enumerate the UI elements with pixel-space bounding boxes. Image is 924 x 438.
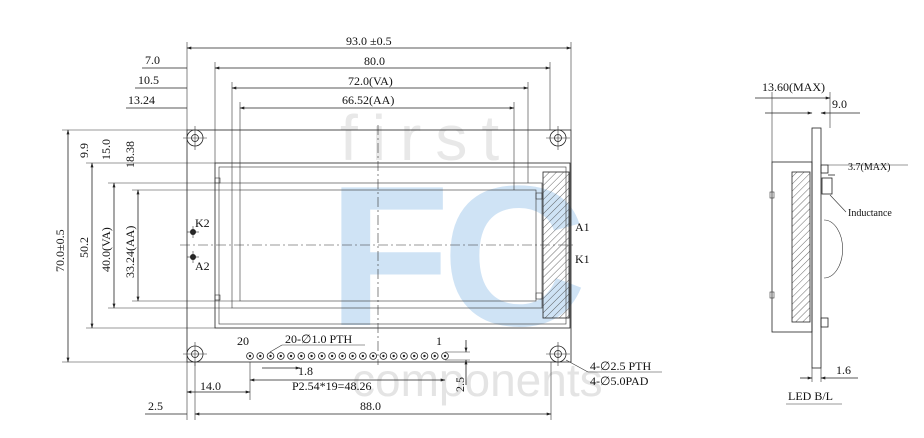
watermark-top: first [340,102,513,174]
pin-hole [423,354,426,358]
pin-hole [248,354,252,358]
dim-aa-width: 66.52(AA) [342,93,394,107]
dim-left-10-5: 10.5 [138,73,159,87]
dim-pcb-thick: 1.6 [836,363,851,377]
pin-hole [361,354,365,358]
label-pth: 20-∅1.0 PTH [285,332,352,346]
pin-hole [320,354,324,358]
side-led [820,164,829,174]
pin-hole [259,354,262,358]
dim-top-15: 15.0 [99,139,113,160]
label-inductance: Inductance [848,208,892,219]
pin-hole [382,354,385,358]
pin-hole [310,354,313,358]
dim-top-9-9: 9.9 [77,143,91,158]
pin-hole [279,354,282,358]
dim-thickness-total: 13.60(MAX) [762,80,825,94]
dim-thickness-9: 9.0 [832,97,847,111]
side-pcb [811,127,822,369]
label-a1: A1 [575,220,590,234]
label-pin-1: 1 [436,334,442,348]
label-k2: K2 [195,216,210,230]
a2-pad [187,251,199,263]
pin-hole [443,354,447,358]
dim-pitch: P2.54*19=48.26 [292,379,371,393]
corner-mark [214,294,221,301]
pin-hole [433,354,436,358]
label-a2: A2 [195,259,210,273]
dim-left-13-24: 13.24 [128,93,155,107]
inductance-arc [823,219,843,279]
pin-hole [413,354,416,358]
dim-bottom-span: 88.0 [360,399,381,413]
pin-hole [330,354,334,358]
dim-bottom-offset: 2.5 [148,399,163,413]
dim-overall-width: 93.0 ±0.5 [346,34,392,48]
dim-top-18-38: 18.38 [123,141,137,168]
pin-hole [341,354,344,358]
dim-pin-offset: 14.0 [200,379,221,393]
dim-aa-height: 33.24(AA) [123,226,137,278]
pin-hole [300,354,303,358]
label-pin-20: 20 [237,334,249,348]
pin-header [246,352,449,360]
corner-mark [535,292,543,300]
dim-left-7: 7.0 [145,53,160,67]
dim-hole-span-v: 50.2 [77,237,91,258]
dim-hole-span: 80.0 [364,54,385,68]
dim-pad-width: 1.8 [298,364,313,378]
label-mount-pth: 4-∅2.5 PTH [590,359,651,373]
pin-hole [289,354,293,358]
k2-pad [187,226,199,238]
lcd-frame [214,162,571,329]
dim-overall-height: 70.0±0.5 [53,229,67,272]
pin-hole [371,354,375,358]
dim-led-max: 3.7(MAX) [848,162,891,173]
side-lcd-hatch [791,171,811,323]
side-frame [771,161,813,333]
label-mount-pad: 4-∅5.0PAD [590,374,649,388]
label-k1: K1 [575,252,590,266]
front-view: K2 A2 A1 K1 20 1 20-∅1.0 PTH 93.0 ±0.5 8… [53,34,662,420]
side-led [820,317,829,328]
dim-va-width: 72.0(VA) [348,74,393,88]
pcb-outline [186,129,572,363]
pin-hole [392,354,395,358]
active-area [239,189,537,302]
mounting-hole [546,126,570,150]
corner-mark [535,192,543,200]
dim-va-height: 40.0(VA) [99,227,113,272]
mounting-hole [546,342,570,366]
viewing-area [231,182,543,309]
inductance [821,177,833,195]
dim-pin-height: 2.5 [453,377,467,392]
mounting-hole [183,126,207,150]
pin-hole [269,354,272,358]
pin-hole [351,354,354,358]
label-led-bl: LED B/L [788,389,833,403]
side-view: Inductance 13.60(MAX) 9.0 3.7(MAX) 1.6 L… [755,80,908,405]
pin-hole [402,354,406,358]
